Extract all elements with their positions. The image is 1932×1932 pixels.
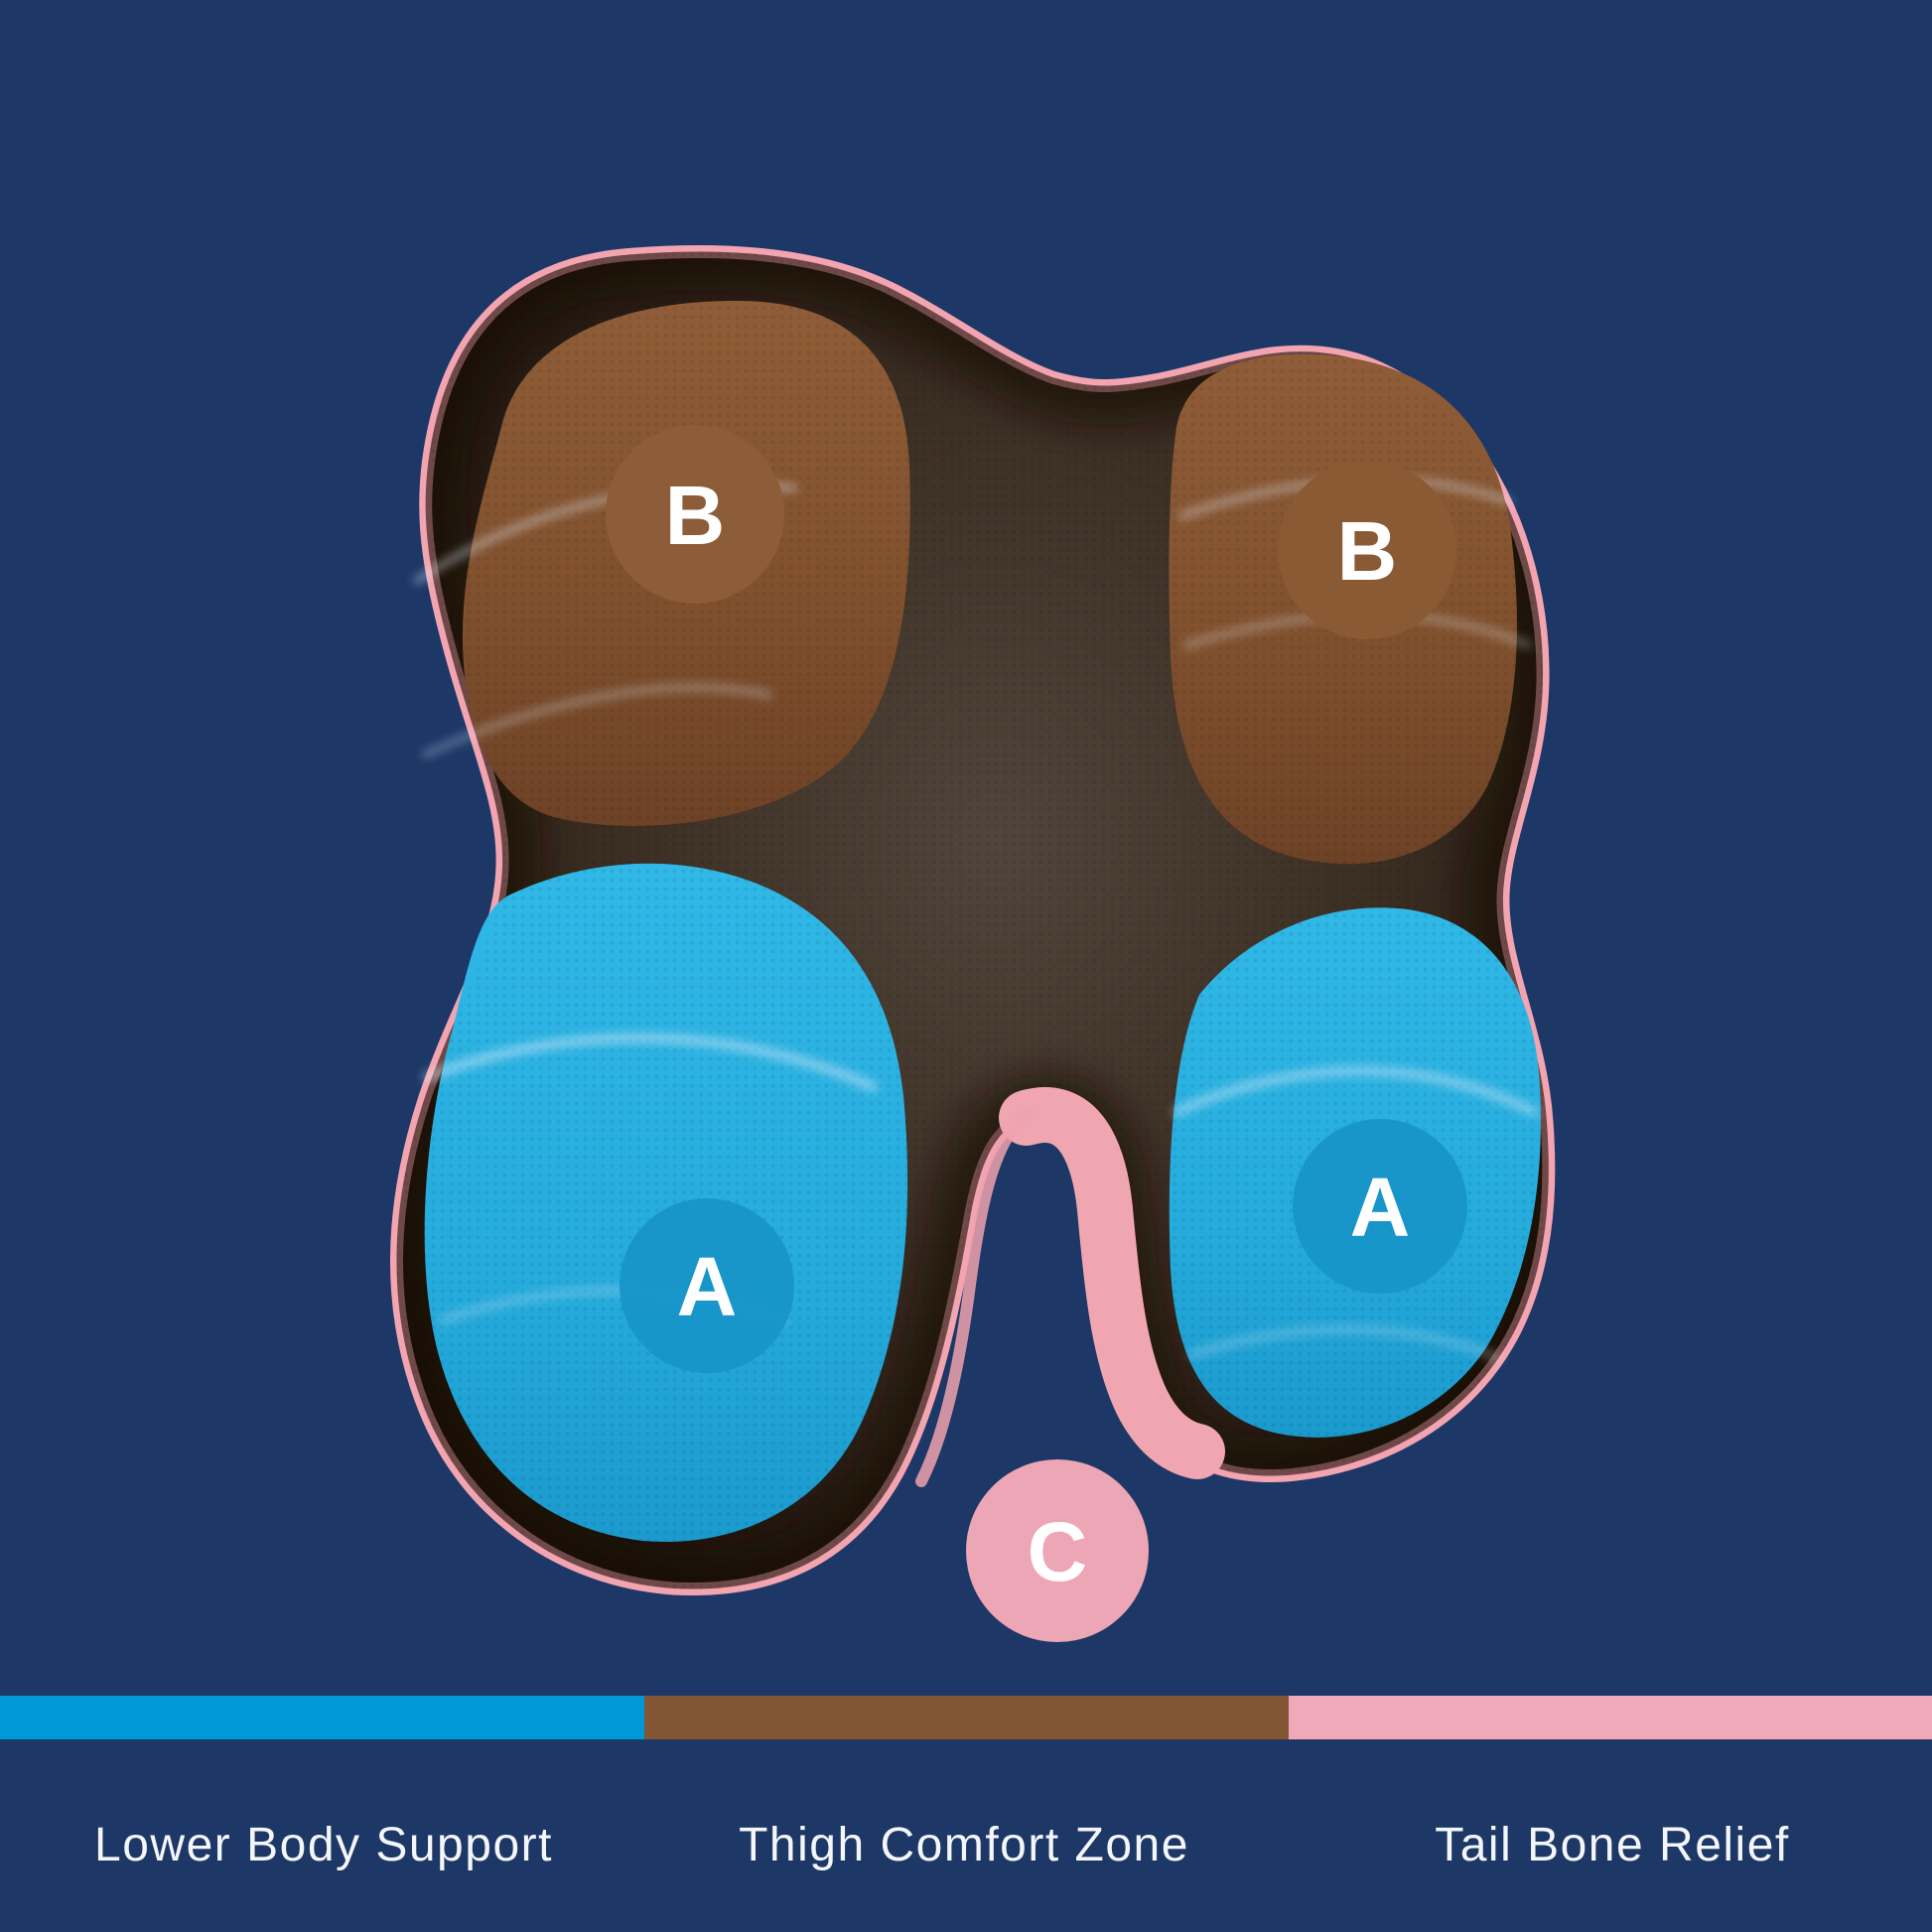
badge-a-left-circle — [620, 1198, 794, 1373]
badge-c: C — [966, 1459, 1149, 1642]
legend-label-tailbone: Tail Bone Relief — [1435, 1819, 1790, 1871]
badge-a-left-letter: A — [677, 1240, 738, 1333]
legend-swatch-thigh — [644, 1696, 1289, 1739]
badge-b-left-letter: B — [665, 469, 726, 562]
tailbone-channel-thin-wall — [915, 1106, 1035, 1487]
badge-a-right-circle — [1293, 1119, 1467, 1294]
badge-a-right: A — [1293, 1119, 1467, 1294]
badge-a-right-letter: A — [1350, 1161, 1411, 1254]
tailbone-channel-wide-wall — [999, 1087, 1225, 1479]
badge-b-left-circle — [606, 425, 784, 604]
badge-b-right: B — [1278, 461, 1456, 639]
legend-label-lower-body: Lower Body Support — [94, 1819, 553, 1871]
legend-label-thigh: Thigh Comfort Zone — [739, 1819, 1189, 1871]
badge-b-left: B — [606, 425, 784, 604]
badge-c-letter: C — [1028, 1505, 1088, 1598]
badge-c-circle — [966, 1459, 1149, 1642]
badge-a-left: A — [620, 1198, 794, 1373]
badge-b-right-circle — [1278, 461, 1456, 639]
legend-swatch-lower-body — [0, 1696, 644, 1739]
highlight-streaks — [414, 477, 1538, 1361]
legend-bar — [0, 1696, 1932, 1739]
badge-b-right-letter: B — [1337, 504, 1398, 598]
legend-swatch-tailbone — [1289, 1696, 1932, 1739]
legend-labels: Lower Body Support Thigh Comfort Zone Ta… — [94, 1819, 1790, 1871]
